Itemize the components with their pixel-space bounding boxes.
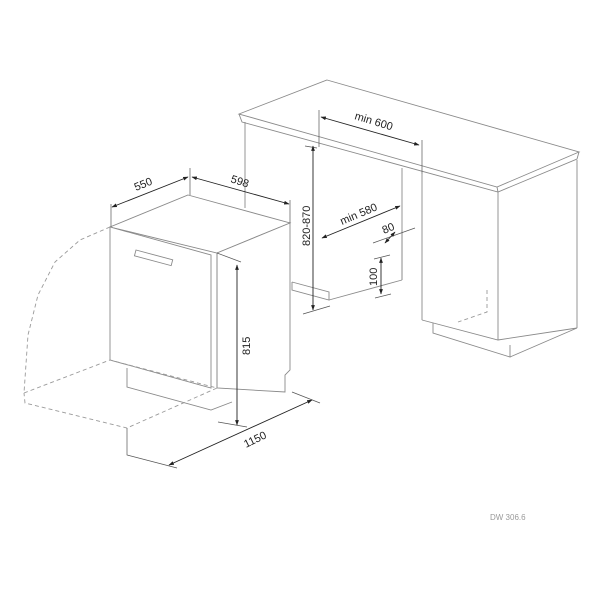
dishwasher-door [109,226,212,389]
dim-arrow-598 [191,176,290,205]
dim-label-1150: 1150 [242,430,269,451]
countertop-top [237,79,581,188]
dim-label-550: 550 [133,176,155,194]
dim-label-820-870: 820-870 [301,206,313,246]
dim-arrow-80 [384,231,396,244]
dim-arrow-550 [111,176,189,208]
dimension-arrows [111,116,420,466]
dim-label-815: 815 [241,337,253,355]
dim-label-100: 100 [368,268,380,286]
dishwasher [23,194,292,429]
model-code: DW 306.6 [490,513,526,522]
dishwasher-side [216,222,291,393]
dim-arrow-min-600 [320,116,420,146]
door-handle [133,249,174,267]
dim-arrow-1150 [168,399,313,466]
dim-label-min-580: min 580 [338,201,379,227]
dim-label-598: 598 [229,173,250,190]
door-swing-arc [23,226,111,394]
dim-label-80: 80 [380,221,396,237]
open-door-outline [23,359,219,429]
dim-arrow-min-580 [321,205,401,239]
